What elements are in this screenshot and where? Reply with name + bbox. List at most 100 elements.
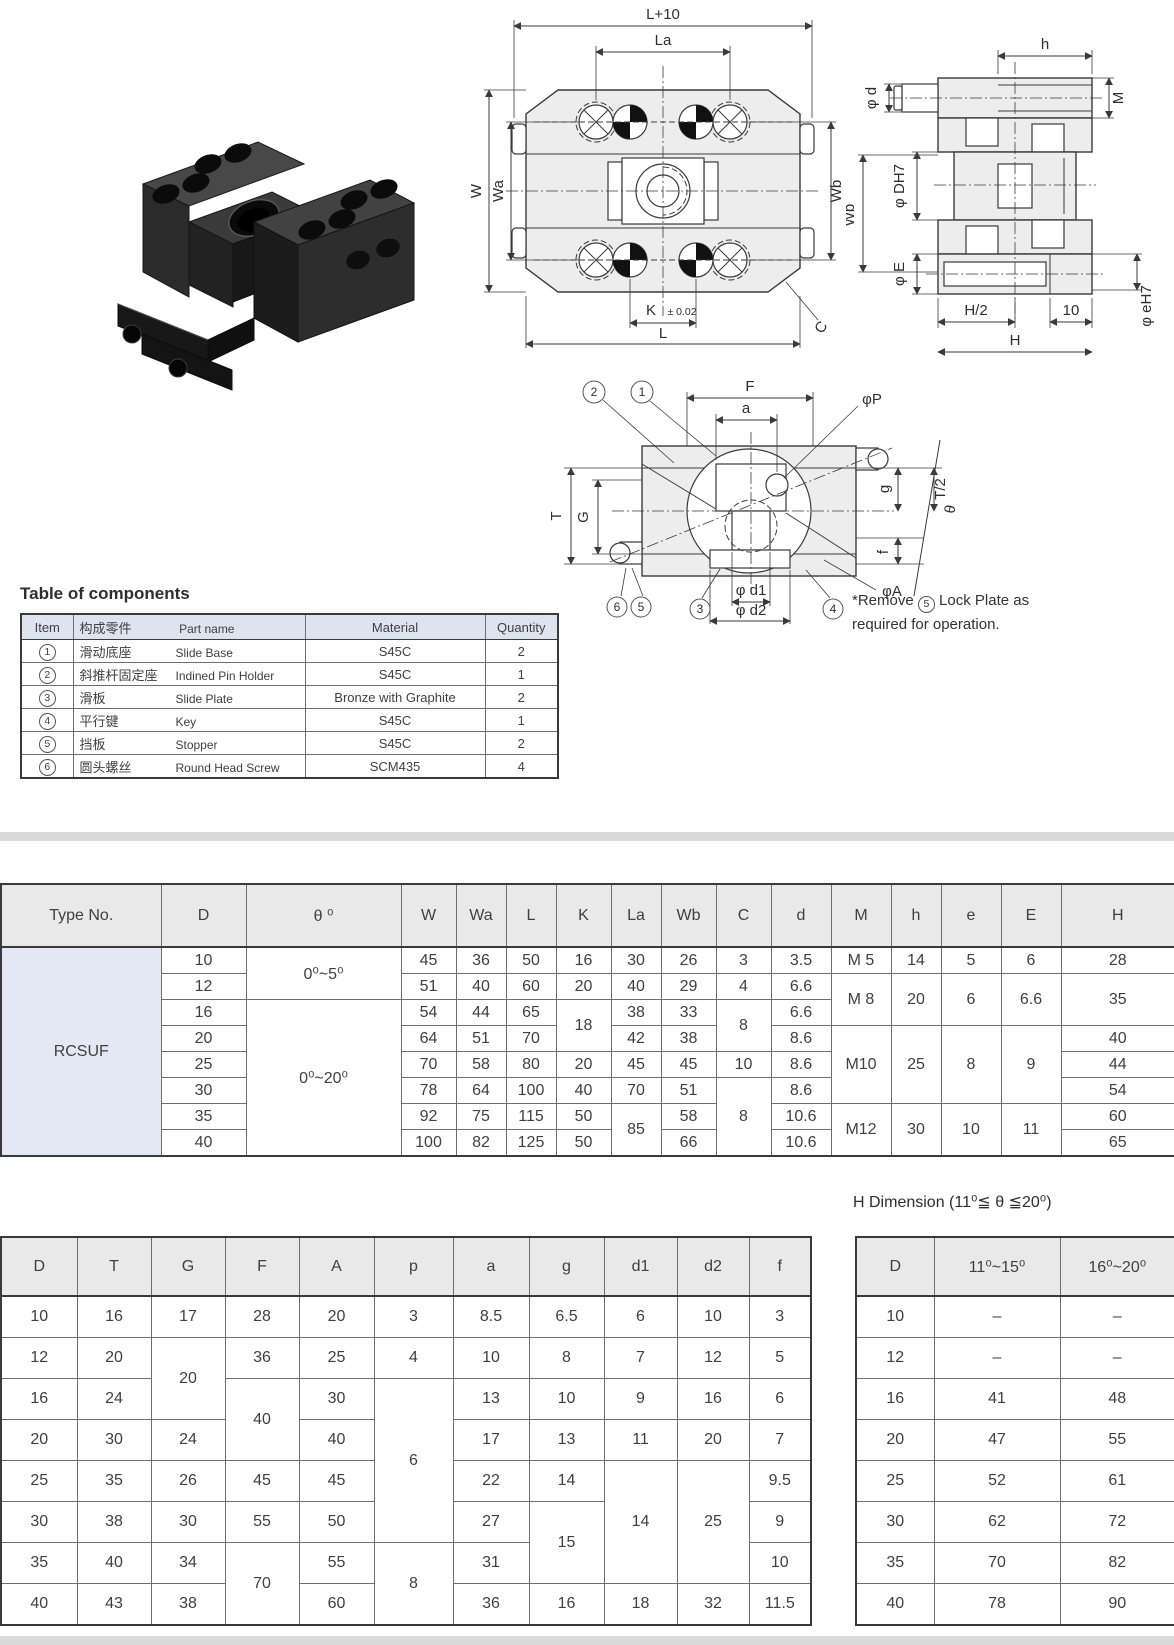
- cell: 70: [505, 1025, 557, 1052]
- cell: 4: [715, 973, 772, 1000]
- cell: 14: [890, 946, 942, 974]
- cell: 3.5: [770, 946, 832, 974]
- cell: 18: [555, 999, 612, 1052]
- cell: 50: [555, 1129, 612, 1157]
- cell: 10.6: [770, 1103, 832, 1130]
- column-header-quantity: Quantity: [484, 613, 559, 640]
- cell: 10: [0, 1295, 78, 1338]
- callout-3: 3: [697, 602, 704, 616]
- cell: 100: [505, 1077, 557, 1104]
- cell: 82: [1059, 1542, 1174, 1584]
- cell: 35: [0, 1542, 78, 1584]
- part-name-en: Slide Base: [175, 645, 233, 660]
- cell: 3: [715, 946, 772, 974]
- cell: 90: [1059, 1583, 1174, 1626]
- column-header: D: [855, 1236, 935, 1297]
- dim-label-phi-p: φP: [862, 391, 882, 408]
- cell: 6: [1000, 946, 1062, 974]
- plan-dimensions: L+10 La W Wa Wb K ± 0.02 L C: [468, 6, 845, 348]
- cell: 17: [452, 1419, 530, 1461]
- cell: 51: [455, 1025, 507, 1052]
- cell: 38: [150, 1583, 226, 1626]
- cell: 44: [1060, 1051, 1174, 1078]
- cell: 4: [373, 1337, 454, 1379]
- cell: 40: [0, 1583, 78, 1626]
- photo-lower-frame: [117, 303, 255, 391]
- part-name-en: Key: [175, 714, 197, 729]
- quantity-cell: 2: [484, 685, 559, 709]
- column-header-material: Material: [304, 613, 486, 640]
- cell: 14: [528, 1460, 605, 1502]
- callout-2: 2: [591, 385, 598, 399]
- dim-label-la: La: [655, 32, 672, 49]
- column-header: E: [1000, 883, 1062, 948]
- cell: 70: [400, 1051, 457, 1078]
- quantity-cell: 1: [484, 708, 559, 732]
- cell: 66: [660, 1129, 717, 1157]
- column-header: D: [0, 1236, 78, 1297]
- dim-label-a: a: [742, 400, 751, 417]
- column-header: p: [373, 1236, 454, 1297]
- column-header: A: [298, 1236, 375, 1297]
- dim-label-t: T: [548, 511, 565, 520]
- part-name-en: Round Head Screw: [175, 760, 280, 775]
- cell: 62: [933, 1501, 1061, 1543]
- cell: 30: [610, 946, 662, 974]
- cell: 26: [660, 946, 717, 974]
- cell: 25: [0, 1460, 78, 1502]
- part-name-cn: 滑动底座: [79, 644, 132, 660]
- cell: 45: [224, 1460, 300, 1502]
- cell: 30: [160, 1077, 247, 1104]
- cell: 40: [76, 1542, 152, 1584]
- column-header: Type No.: [0, 883, 162, 948]
- cell: 25: [890, 1025, 942, 1104]
- column-header: L: [505, 883, 557, 948]
- cell: M 5: [830, 946, 892, 974]
- table-row: 12––: [855, 1337, 1174, 1379]
- item-cell: 2: [20, 662, 74, 686]
- cell: 25: [298, 1337, 375, 1379]
- part-name-en: Slide Plate: [175, 691, 233, 706]
- part-name-cell: 滑动底座 Slide Base: [72, 639, 306, 663]
- cell: 10: [715, 1051, 772, 1078]
- cell: 3: [748, 1295, 812, 1338]
- cell: 14: [603, 1460, 678, 1584]
- quantity-cell: 2: [484, 731, 559, 755]
- column-header: H: [1060, 883, 1174, 948]
- cell: 13: [452, 1378, 530, 1420]
- column-header: C: [715, 883, 772, 948]
- cell: 70: [610, 1077, 662, 1104]
- dim-label-c: C: [811, 318, 831, 337]
- cell: 45: [610, 1051, 662, 1078]
- cell: 38: [610, 999, 662, 1026]
- dim-label-phi-d2: φ d2: [736, 602, 767, 619]
- dim-label-phi-e: φ E: [891, 262, 908, 286]
- cell: 60: [505, 973, 557, 1000]
- cell: 20: [555, 973, 612, 1000]
- column-header: G: [150, 1236, 226, 1297]
- cell: 54: [400, 999, 457, 1026]
- circled-item-number-icon: 4: [38, 713, 56, 730]
- cell: 115: [505, 1103, 557, 1130]
- cell: 8.6: [770, 1025, 832, 1052]
- operation-note: *Remove 5 Lock Plate as required for ope…: [852, 589, 1084, 636]
- cell: 10: [528, 1378, 605, 1420]
- cell: 64: [400, 1025, 457, 1052]
- cell: 35: [1060, 973, 1174, 1026]
- column-header: La: [610, 883, 662, 948]
- table-row: 10––: [855, 1295, 1174, 1338]
- cell: 78: [400, 1077, 457, 1104]
- cell: 78: [933, 1583, 1061, 1626]
- cell: 20: [676, 1419, 750, 1461]
- item-cell: 1: [20, 639, 74, 663]
- cell: 20: [298, 1295, 375, 1338]
- dim-label-phi-d: φ d: [863, 87, 880, 109]
